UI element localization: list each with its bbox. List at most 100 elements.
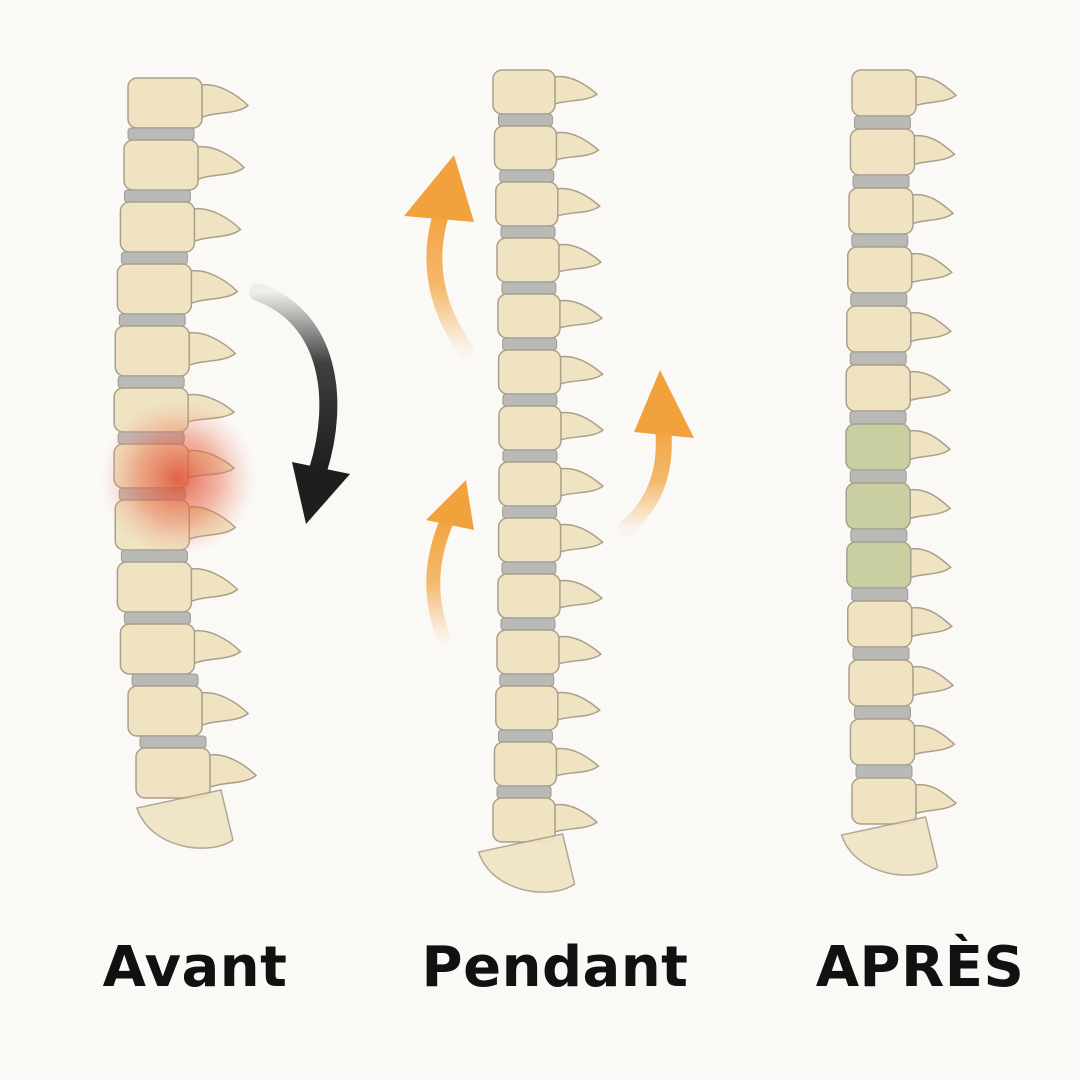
spinous-process	[553, 355, 604, 388]
vertebra	[847, 246, 913, 294]
vertebra	[851, 69, 917, 117]
intervertebral-disc	[117, 375, 185, 389]
vertebra	[845, 423, 911, 471]
intervertebral-disc	[849, 351, 907, 366]
vertebra	[849, 128, 916, 176]
vertebra	[114, 325, 191, 377]
intervertebral-disc	[855, 764, 913, 779]
spinous-process	[187, 207, 242, 246]
intervertebral-disc	[853, 115, 911, 130]
vertebra	[127, 77, 203, 129]
intervertebral-disc	[851, 233, 909, 248]
intervertebral-disc	[500, 617, 556, 631]
vertebra	[846, 305, 912, 353]
spinous-process	[549, 131, 600, 164]
spinous-process	[903, 429, 952, 464]
vertebra	[116, 561, 193, 613]
vertebra	[135, 747, 211, 799]
spinous-process	[905, 606, 953, 641]
vertebra	[492, 69, 556, 115]
intervertebral-disc	[497, 113, 553, 127]
sacrum	[477, 833, 576, 893]
vertebra	[849, 718, 916, 766]
intervertebral-disc	[120, 251, 188, 265]
vertebra	[493, 125, 558, 171]
spinous-process	[554, 467, 605, 500]
spinous-process	[553, 579, 604, 612]
spinous-process	[553, 299, 604, 332]
vertebra	[119, 201, 196, 253]
spinous-process	[184, 567, 239, 606]
sacrum	[840, 816, 939, 876]
vertebra	[846, 541, 912, 589]
vertebra	[496, 629, 560, 675]
vertebra	[116, 263, 193, 315]
intervertebral-disc	[501, 561, 557, 575]
intervertebral-disc	[502, 449, 558, 463]
spinous-process	[909, 75, 958, 110]
intervertebral-disc	[118, 313, 186, 327]
intervertebral-disc	[850, 292, 908, 307]
spinous-process	[548, 75, 599, 108]
vertebra	[497, 517, 562, 563]
vertebra	[495, 685, 559, 731]
intervertebral-disc	[502, 393, 558, 407]
intervertebral-disc	[499, 673, 555, 687]
intervertebral-disc	[852, 174, 910, 189]
vertebra	[119, 623, 196, 675]
intervertebral-disc	[131, 673, 199, 687]
spinous-process	[552, 635, 603, 668]
spinous-process	[906, 193, 955, 228]
stage-label-before: Avant	[102, 935, 288, 1000]
stage-label-during: Pendant	[421, 935, 689, 1000]
curved-arrow-up-icon	[426, 480, 474, 645]
intervertebral-disc	[852, 646, 910, 661]
vertebra	[495, 181, 559, 227]
intervertebral-disc	[853, 705, 911, 720]
spinous-process	[907, 134, 956, 169]
vertebra	[847, 600, 913, 648]
spinous-process	[903, 370, 952, 405]
spinous-process	[553, 523, 604, 556]
vertebra	[497, 349, 562, 395]
spinous-process	[195, 691, 250, 730]
vertebra	[497, 573, 561, 619]
spinous-process	[551, 187, 601, 220]
curved-arrow-down-icon	[249, 283, 350, 524]
pain-highlight	[100, 400, 256, 556]
intervertebral-disc	[127, 127, 195, 141]
vertebra	[848, 187, 914, 235]
spinous-process	[551, 691, 601, 724]
stage-label-after: APRÈS	[815, 935, 1025, 1000]
vertebra	[492, 797, 556, 843]
vertebra	[498, 461, 562, 507]
spine-after	[840, 69, 958, 876]
spinous-process	[552, 243, 603, 276]
vertebra	[493, 741, 558, 787]
vertebra	[845, 364, 911, 412]
vertebra	[127, 685, 203, 737]
spinous-process	[904, 547, 952, 582]
spinous-process	[905, 252, 953, 287]
spinous-process	[549, 747, 600, 780]
spinous-process	[195, 83, 250, 122]
spinous-process	[909, 783, 958, 818]
spinous-process	[182, 331, 237, 370]
intervertebral-disc	[502, 337, 558, 351]
vertebra	[496, 237, 560, 283]
intervertebral-disc	[123, 611, 191, 625]
spinous-process	[904, 311, 952, 346]
intervertebral-disc	[123, 189, 191, 203]
curved-arrow-up-icon	[404, 155, 474, 358]
intervertebral-disc	[139, 735, 207, 749]
vertebra	[498, 405, 562, 451]
intervertebral-disc	[496, 785, 552, 799]
sacrum	[135, 789, 234, 849]
spinous-process	[184, 269, 239, 308]
intervertebral-disc	[497, 729, 553, 743]
intervertebral-disc	[849, 410, 907, 425]
vertebra	[851, 777, 917, 825]
vertebra	[848, 659, 914, 707]
vertebra	[123, 139, 199, 191]
